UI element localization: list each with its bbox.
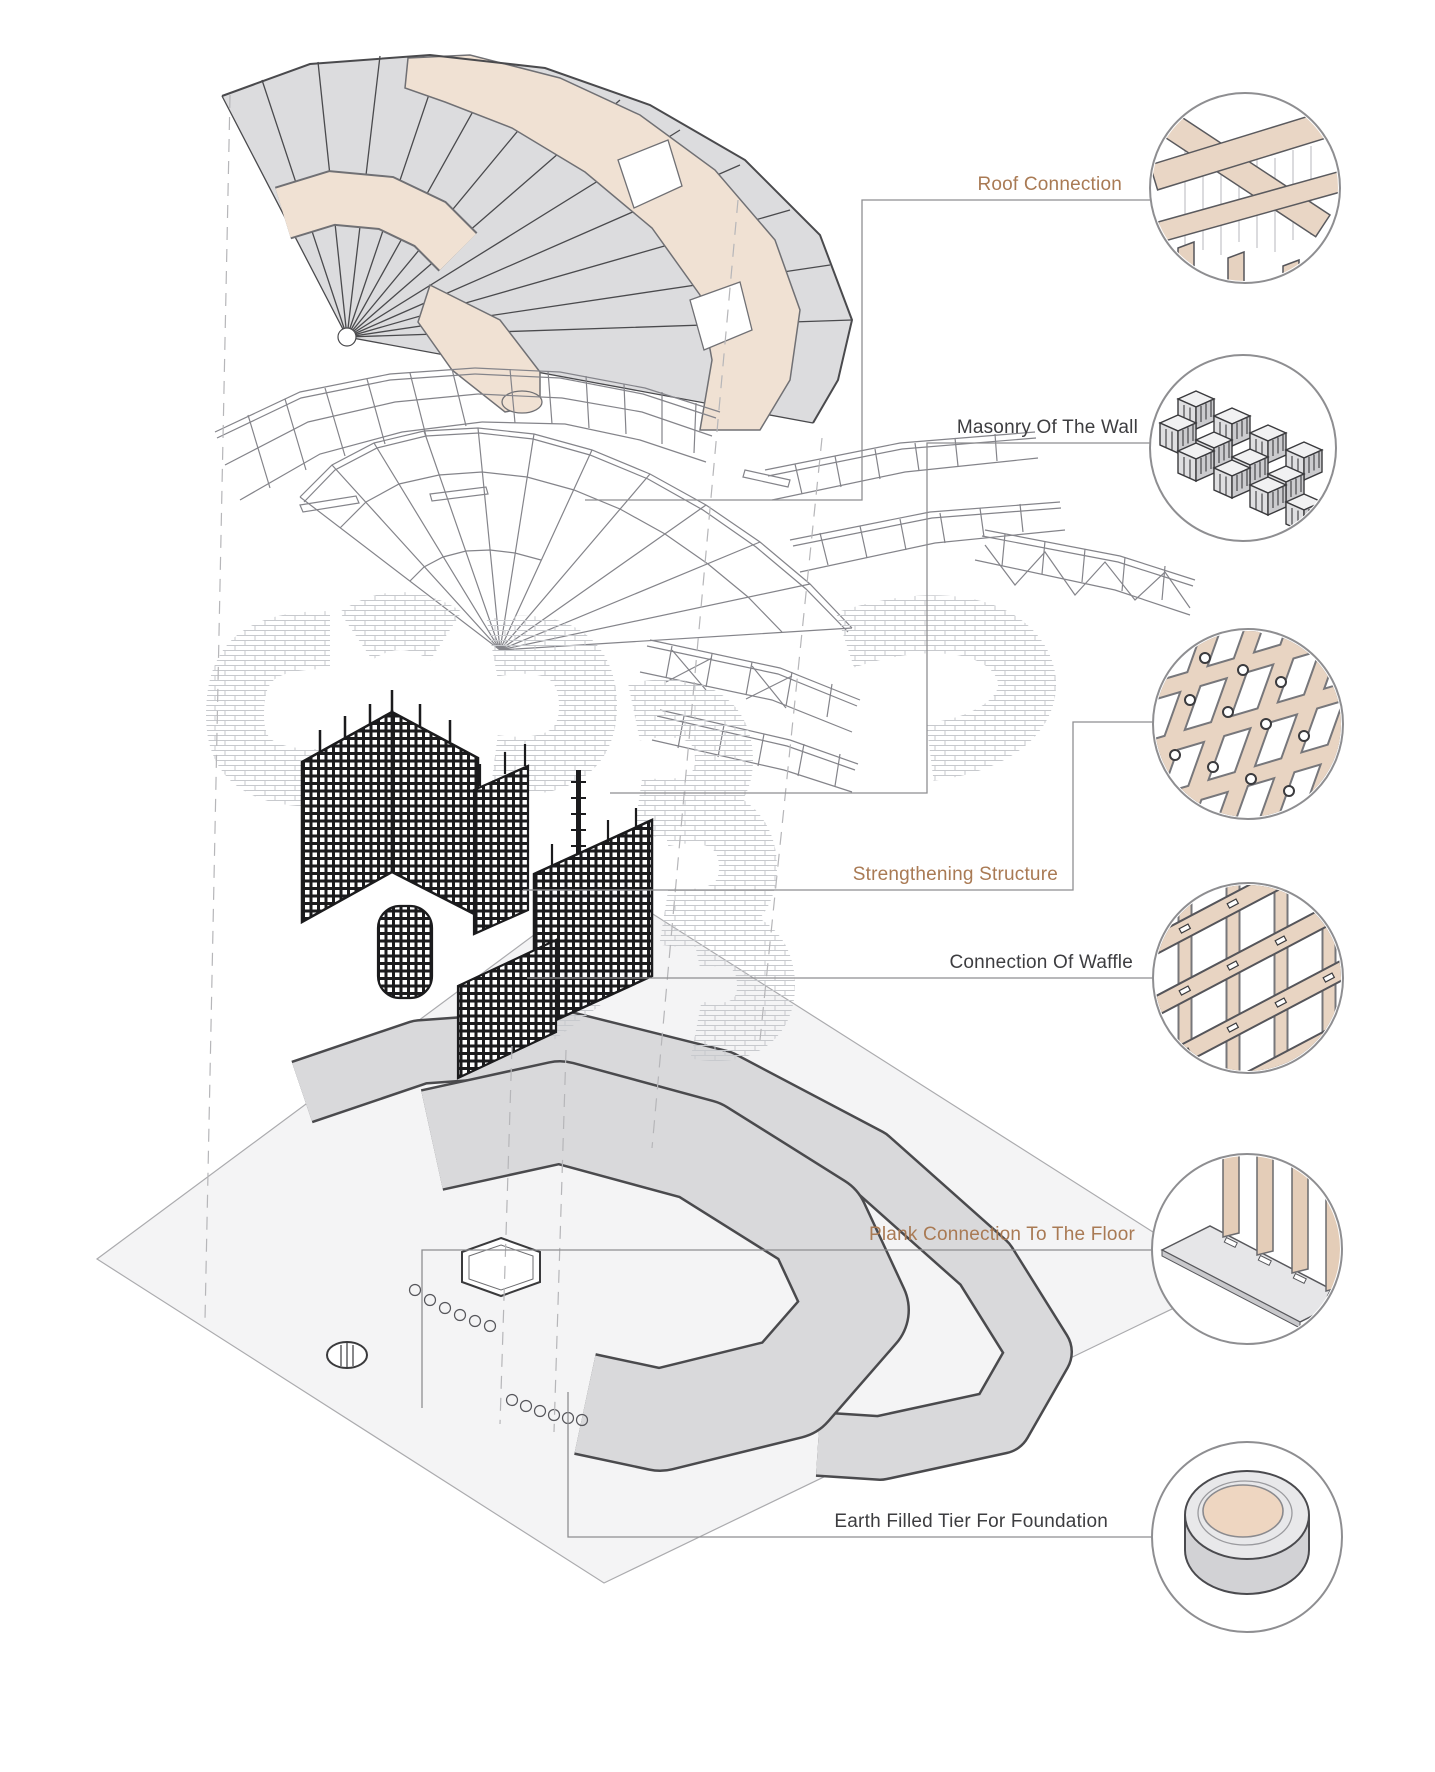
leader-strengthening bbox=[523, 721, 1153, 891]
leader-plank bbox=[421, 1249, 1152, 1408]
roof-fan bbox=[221, 53, 854, 431]
label-masonry-of-the-wall: Masonry Of The Wall bbox=[956, 417, 1138, 438]
label-earth-filled-tier: Earth Filled Tier For Foundation bbox=[834, 1511, 1108, 1532]
foundation-detail-icon bbox=[1151, 1441, 1343, 1633]
label-connection-of-waffle: Connection Of Waffle bbox=[949, 952, 1133, 973]
plank-detail-icon bbox=[1151, 1153, 1343, 1345]
leader-foundation bbox=[567, 1392, 1152, 1538]
leader-roof-connection bbox=[585, 199, 1152, 501]
leader-lines bbox=[421, 199, 1153, 1538]
waffle-detail-icon bbox=[1152, 882, 1344, 1074]
masonry-walls bbox=[206, 592, 1056, 1061]
roof-framing-wireframe bbox=[214, 367, 1196, 793]
leader-masonry bbox=[610, 442, 1150, 794]
scalloped-edge bbox=[408, 1283, 589, 1427]
projection-dashed-lines bbox=[204, 94, 823, 1433]
label-plank-connection: Plank Connection To The Floor bbox=[869, 1224, 1135, 1245]
label-strengthening-structure: Strengthening Structure bbox=[852, 864, 1058, 885]
hexagon-opening bbox=[461, 1236, 541, 1298]
strengthening-structures bbox=[300, 690, 654, 1080]
strengthening-detail-icon bbox=[1152, 628, 1344, 820]
masonry-detail-icon bbox=[1149, 354, 1337, 542]
label-roof-connection: Roof Connection bbox=[977, 174, 1122, 195]
roof-connection-detail-icon bbox=[1149, 92, 1341, 284]
